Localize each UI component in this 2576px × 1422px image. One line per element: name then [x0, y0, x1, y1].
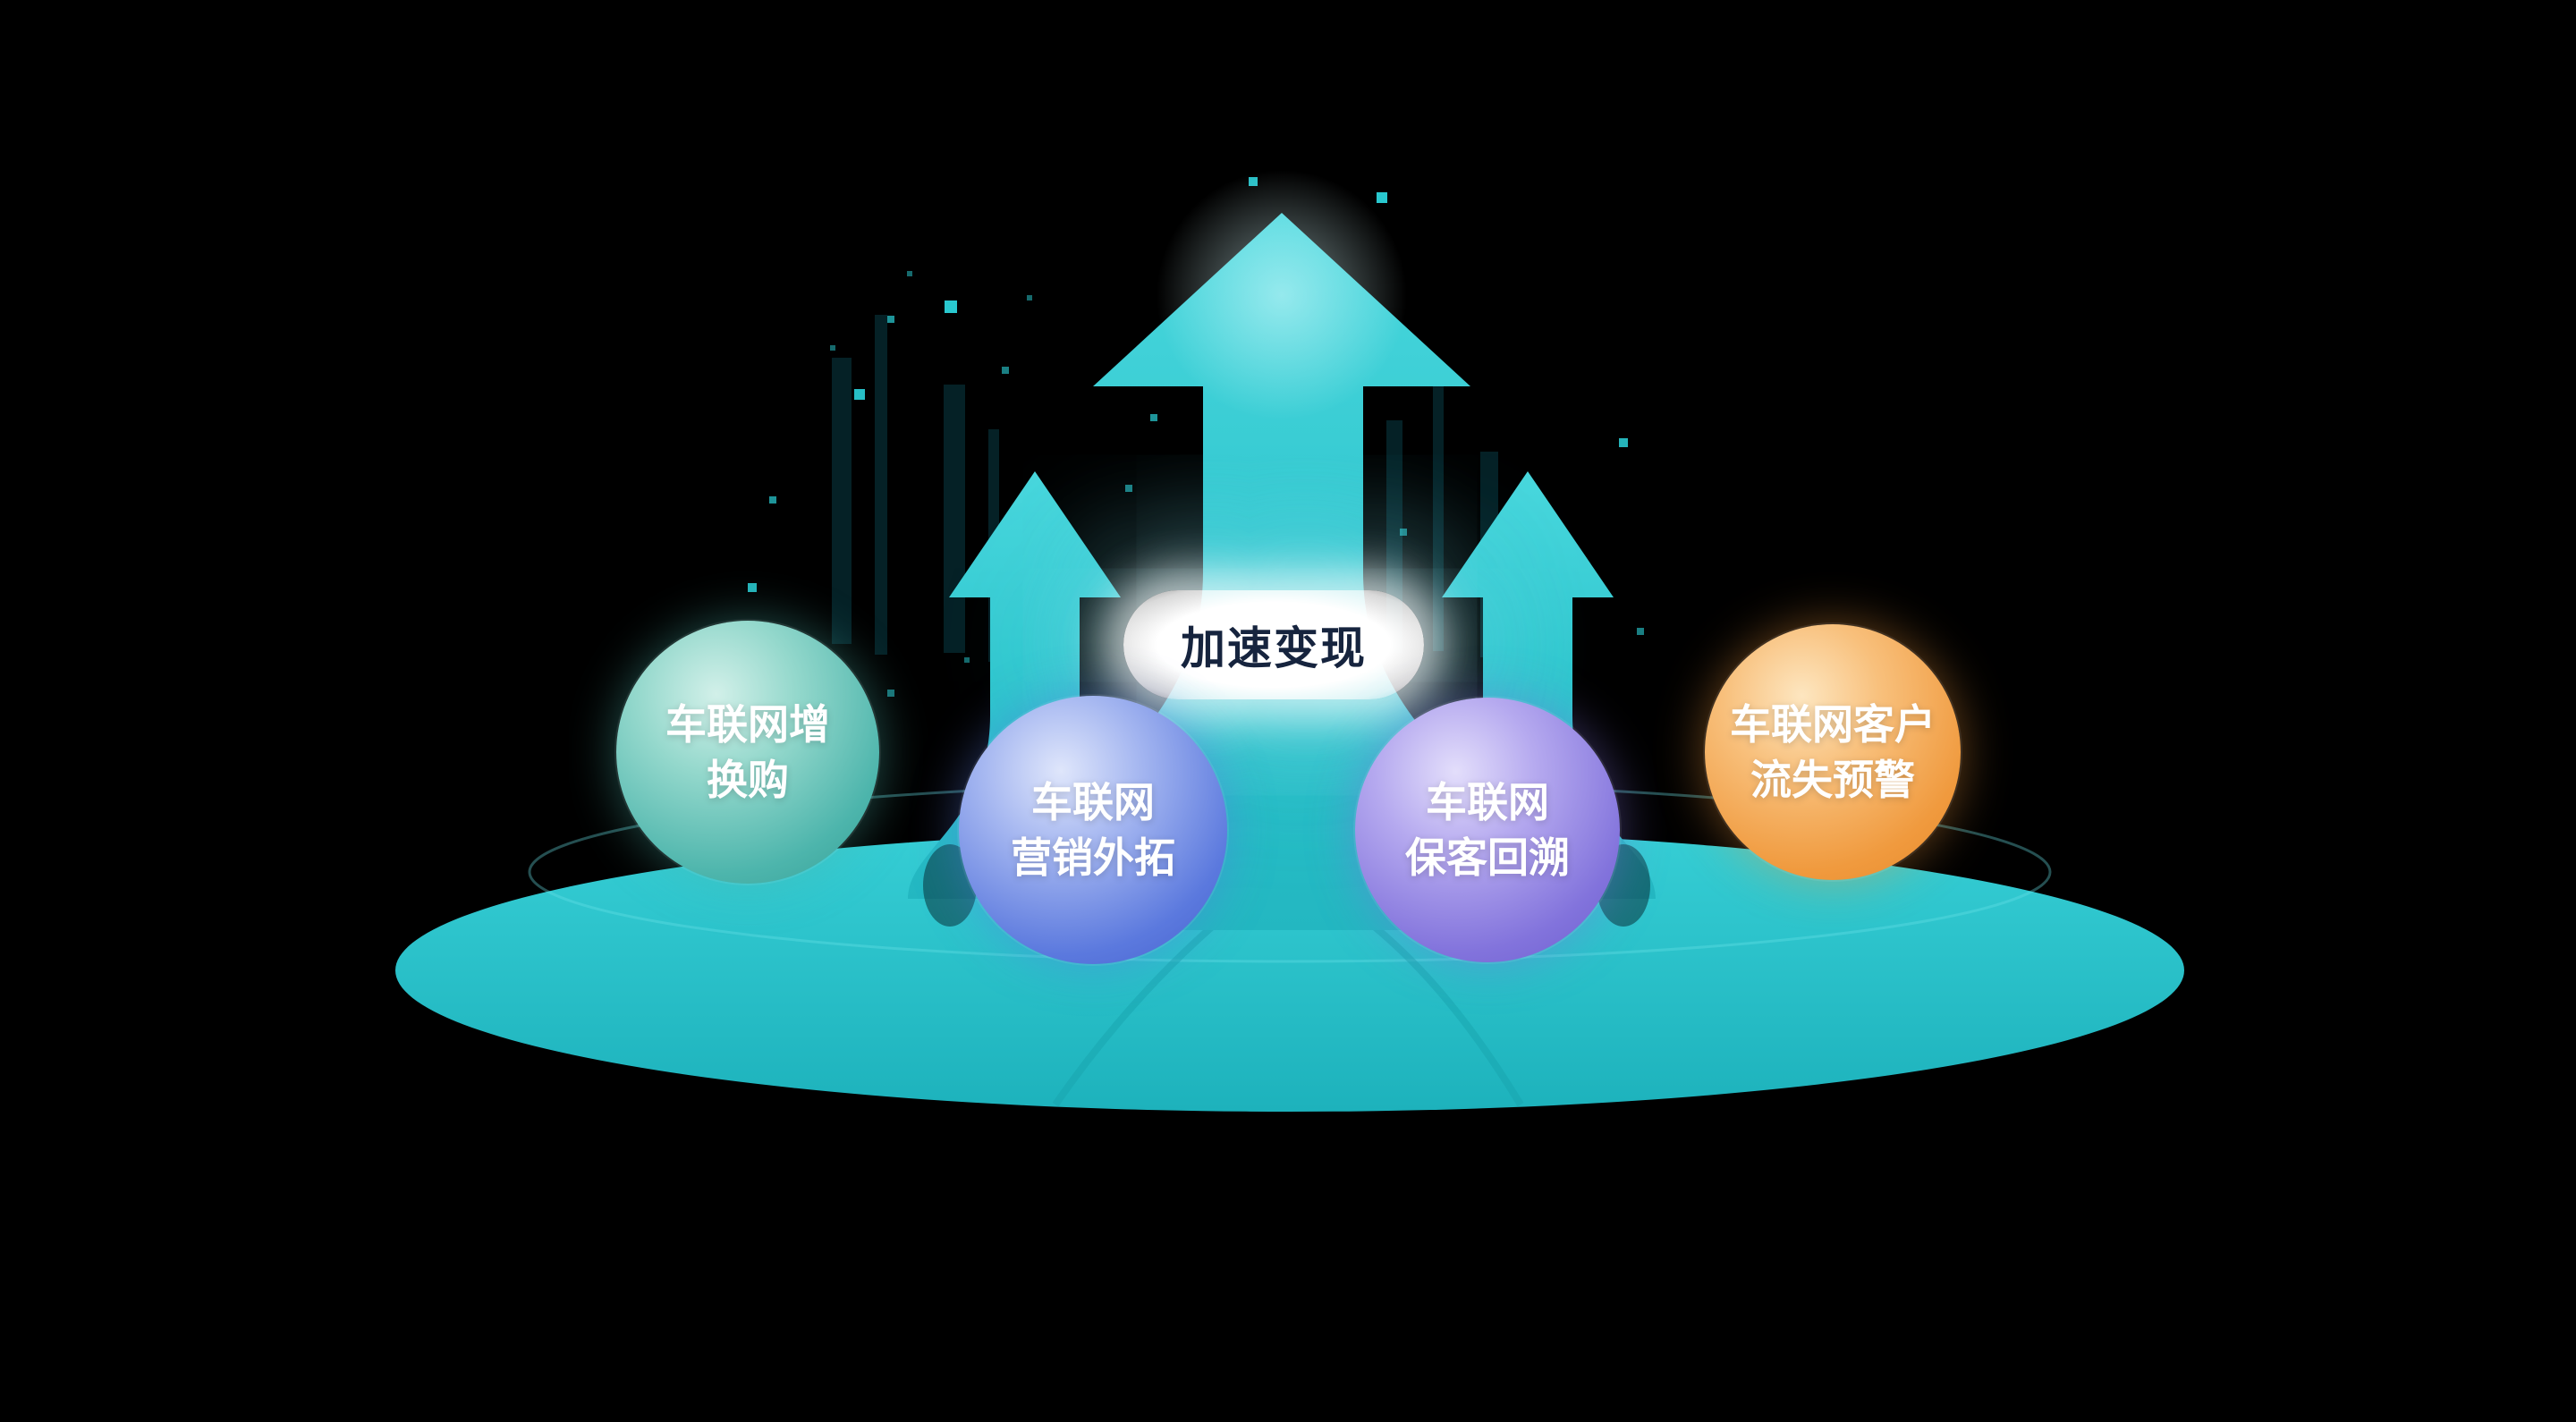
sphere-label-line2: 营销外拓 [1011, 834, 1175, 882]
center-label-text: 加速变现 [1181, 622, 1367, 674]
left-arrow [908, 471, 1163, 899]
sphere-iov-trade-in-upgrade: 车联网增 换购 [616, 621, 879, 884]
sphere-iov-customer-retention: 车联网 保客回溯 [1355, 698, 1620, 962]
sphere-label: 车联网 营销外拓 [1011, 774, 1175, 885]
platform-disc [395, 829, 2184, 1112]
center-label: 加速变现 [1123, 590, 1424, 699]
sphere-label-line2: 换购 [707, 756, 789, 804]
sphere-label: 车联网增 换购 [665, 697, 830, 808]
arrow-apex-glow [1157, 170, 1407, 420]
sphere-label-line1: 车联网 [1031, 777, 1155, 826]
sphere-iov-marketing-expansion: 车联网 营销外拓 [959, 696, 1227, 964]
sphere-iov-churn-early-warning: 车联网客户 流失预警 [1705, 624, 1961, 880]
sphere-label: 车联网 保客回溯 [1405, 774, 1570, 885]
right-arrow [1401, 471, 1656, 899]
sphere-label-line1: 车联网 [1426, 777, 1549, 826]
sphere-label-line2: 保客回溯 [1405, 834, 1570, 882]
sphere-label-line1: 车联网增 [665, 699, 830, 749]
sphere-label: 车联网客户 流失预警 [1730, 697, 1936, 808]
sphere-label-line2: 流失预警 [1750, 756, 1915, 804]
sphere-label-line1: 车联网客户 [1730, 699, 1936, 749]
